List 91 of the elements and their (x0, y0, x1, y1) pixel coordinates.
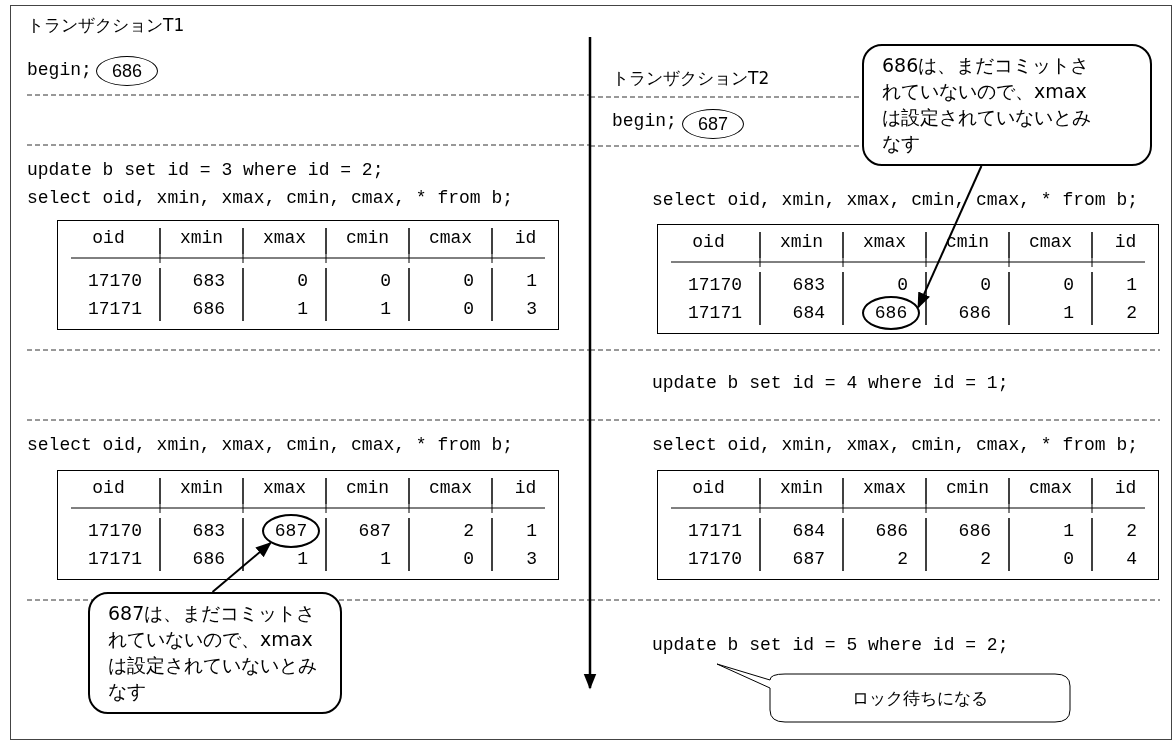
column-header: cmax (427, 227, 474, 249)
table-cell: 1 (526, 270, 537, 292)
column-header: oid (91, 477, 126, 499)
table-cell: 684 (792, 302, 825, 324)
callout-text: 686は、まだコミットされていないので、xmax は設定されていないとみなす (882, 53, 1092, 156)
column-header: id (1113, 477, 1138, 499)
table-cell: 17170 (88, 270, 142, 292)
table-cell: 0 (897, 274, 908, 296)
table-cell: 686 (192, 298, 225, 320)
column-header: cmin (344, 477, 391, 499)
table-cell: 17171 (688, 520, 742, 542)
table-cell: 686 (958, 520, 991, 542)
table-cell: 1 (1126, 274, 1137, 296)
sql-statement: select oid, xmin, xmax, cmin, cmax, * from b; (652, 189, 1139, 211)
table-cell: 2 (1126, 520, 1137, 542)
column-header: id (1113, 231, 1138, 253)
table-cell: 1 (297, 548, 308, 570)
column-header: cmax (427, 477, 474, 499)
column-header: cmax (1027, 477, 1074, 499)
column-header: xmin (778, 231, 825, 253)
bubble-text: ロック待ちになる (851, 687, 989, 709)
table-cell: 683 (192, 520, 225, 542)
table-cell: 17170 (688, 274, 742, 296)
column-header: cmin (944, 231, 991, 253)
table-cell: 0 (1063, 548, 1074, 570)
column-header: xmax (261, 227, 308, 249)
table-cell: 683 (192, 270, 225, 292)
column-header: id (513, 477, 538, 499)
table-cell: 0 (463, 298, 474, 320)
table-cell: 2 (897, 548, 908, 570)
table-cell: 683 (792, 274, 825, 296)
transaction-heading: トランザクションT2 (612, 67, 770, 89)
circled-value: 686 (862, 296, 920, 330)
column-header: oid (91, 227, 126, 249)
column-header: cmin (944, 477, 991, 499)
column-header: id (513, 227, 538, 249)
table-cell: 3 (526, 548, 537, 570)
table-cell: 0 (463, 548, 474, 570)
table-cell: 686 (875, 520, 908, 542)
column-header: xmax (861, 477, 908, 499)
table-cell: 0 (980, 274, 991, 296)
table-cell: 0 (297, 270, 308, 292)
table-cell: 1 (297, 298, 308, 320)
callout-box (88, 592, 342, 714)
column-header: cmin (344, 227, 391, 249)
table-cell: 1 (526, 520, 537, 542)
table-cell: 17171 (688, 302, 742, 324)
column-header: cmax (1027, 231, 1074, 253)
table-cell: 2 (463, 520, 474, 542)
table-cell: 1 (1063, 302, 1074, 324)
table-cell: 1 (380, 548, 391, 570)
table-cell: 17170 (688, 548, 742, 570)
speech-bubble (715, 662, 1072, 724)
table-cell: 1 (380, 298, 391, 320)
table-cell: 1 (1063, 520, 1074, 542)
sql-statement: update b set id = 5 where id = 2; (652, 634, 1009, 656)
column-header: oid (691, 477, 726, 499)
column-header: xmin (178, 227, 225, 249)
sql-statement: select oid, xmin, xmax, cmin, cmax, * from b; (27, 434, 514, 456)
callout-text: 687は、まだコミットされていないので、xmax は設定されていないとみなす (108, 601, 318, 704)
leader-arrow (917, 165, 983, 309)
table-cell: 2 (1126, 302, 1137, 324)
table-cell: 17170 (88, 520, 142, 542)
table-cell: 687 (358, 520, 391, 542)
table-cell: 3 (526, 298, 537, 320)
table-cell: 0 (1063, 274, 1074, 296)
column-header: oid (691, 231, 726, 253)
table-cell: 686 (192, 548, 225, 570)
table-cell: 17171 (88, 298, 142, 320)
table-cell: 0 (380, 270, 391, 292)
table-cell: 4 (1126, 548, 1137, 570)
leader-arrow (211, 542, 272, 593)
sql-statement: update b set id = 3 where id = 2; (27, 159, 384, 181)
sql-statement: select oid, xmin, xmax, cmin, cmax, * from b; (27, 187, 514, 209)
table-cell: 2 (980, 548, 991, 570)
column-header: xmax (261, 477, 308, 499)
table-cell: 17171 (88, 548, 142, 570)
sql-statement: select oid, xmin, xmax, cmin, cmax, * from b; (652, 434, 1139, 456)
table-cell: 686 (958, 302, 991, 324)
table-cell: 687 (792, 548, 825, 570)
transaction-heading: トランザクションT1 (27, 14, 185, 36)
table-cell: 684 (792, 520, 825, 542)
column-header: xmin (178, 477, 225, 499)
table-cell: 0 (463, 270, 474, 292)
sql-statement: begin; (27, 59, 92, 81)
callout-box (862, 44, 1152, 166)
column-header: xmin (778, 477, 825, 499)
circled-value: 687 (262, 514, 320, 548)
sql-statement: update b set id = 4 where id = 1; (652, 372, 1009, 394)
column-header: xmax (861, 231, 908, 253)
sql-statement: begin; (612, 110, 677, 132)
